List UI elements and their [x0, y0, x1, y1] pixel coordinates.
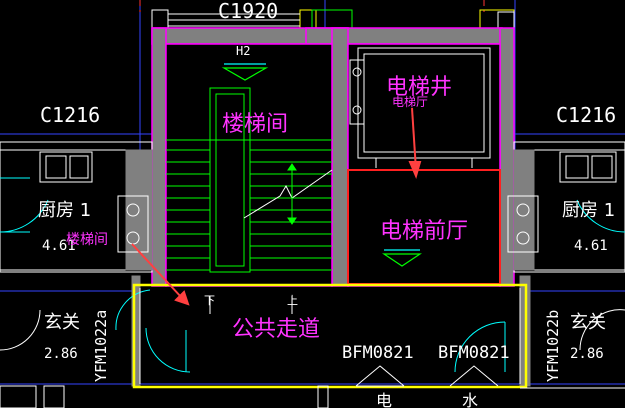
bottom-glyph-2: 水 [462, 391, 478, 408]
right-kitchen-sink [559, 151, 617, 183]
stair-down-mark: 下 [204, 294, 215, 307]
elevator-lobby-triangle [382, 249, 422, 267]
window-label-top: C1920 [218, 0, 278, 23]
door-label-bfm-2: BFM0821 [438, 343, 510, 363]
stair-up-mark: 上 [287, 294, 298, 307]
door-arcs [0, 199, 625, 373]
door-label-bfm-1: BFM0821 [342, 343, 414, 363]
stairwell-pointer-arrow [131, 243, 190, 306]
stair-handrail [209, 87, 251, 273]
foyer-left-area: 2.86 [44, 346, 78, 362]
stairwell-label: 楼梯间 [222, 112, 288, 137]
right-kitchen-stove [507, 195, 539, 253]
corridor-label: 公共走道 [232, 317, 320, 342]
corridor-doors [139, 288, 521, 387]
window-label-right: C1216 [556, 103, 616, 127]
elevator-car [349, 47, 491, 168]
left-kitchen-stove [117, 195, 149, 253]
door-label-right-vertical: YFM1022b [544, 310, 562, 382]
foyer-right-label: 玄关 [570, 312, 606, 333]
elevator-hall-small-label: 电梯厅 [392, 95, 428, 109]
elevator-shaft-label: 电梯井 [386, 75, 452, 100]
kitchen-right-label: 厨房 1 [562, 200, 615, 221]
kitchen-right-area: 4.61 [574, 238, 608, 254]
stair-up-down-marks [209, 296, 293, 314]
elevator-code-label: H2 [236, 44, 250, 58]
kitchen-left-area: 4.61 [42, 238, 76, 254]
walls [151, 27, 515, 287]
door-label-left-vertical: YFM1022a [92, 310, 110, 382]
stair-direction-arrow [287, 163, 297, 225]
foyer-right-area: 2.86 [570, 346, 604, 362]
stair-treads [166, 139, 332, 271]
corridor-outline [132, 283, 528, 389]
window-label-left: C1216 [40, 103, 100, 127]
stair-break-line [243, 169, 333, 219]
elevator-lobby-label: 电梯前厅 [380, 219, 468, 244]
stair-top-triangle [221, 63, 269, 81]
kitchen-left-label: 厨房 1 [38, 200, 91, 221]
bottom-glyph-1: 电 [376, 391, 392, 408]
left-kitchen-sink [39, 151, 93, 183]
stairwell-pointer-label: 楼梯间 [66, 232, 108, 248]
elevator-pointer-arrow [408, 107, 422, 179]
foyer-left-label: 玄关 [44, 312, 80, 333]
bottom-fixtures [0, 385, 625, 408]
